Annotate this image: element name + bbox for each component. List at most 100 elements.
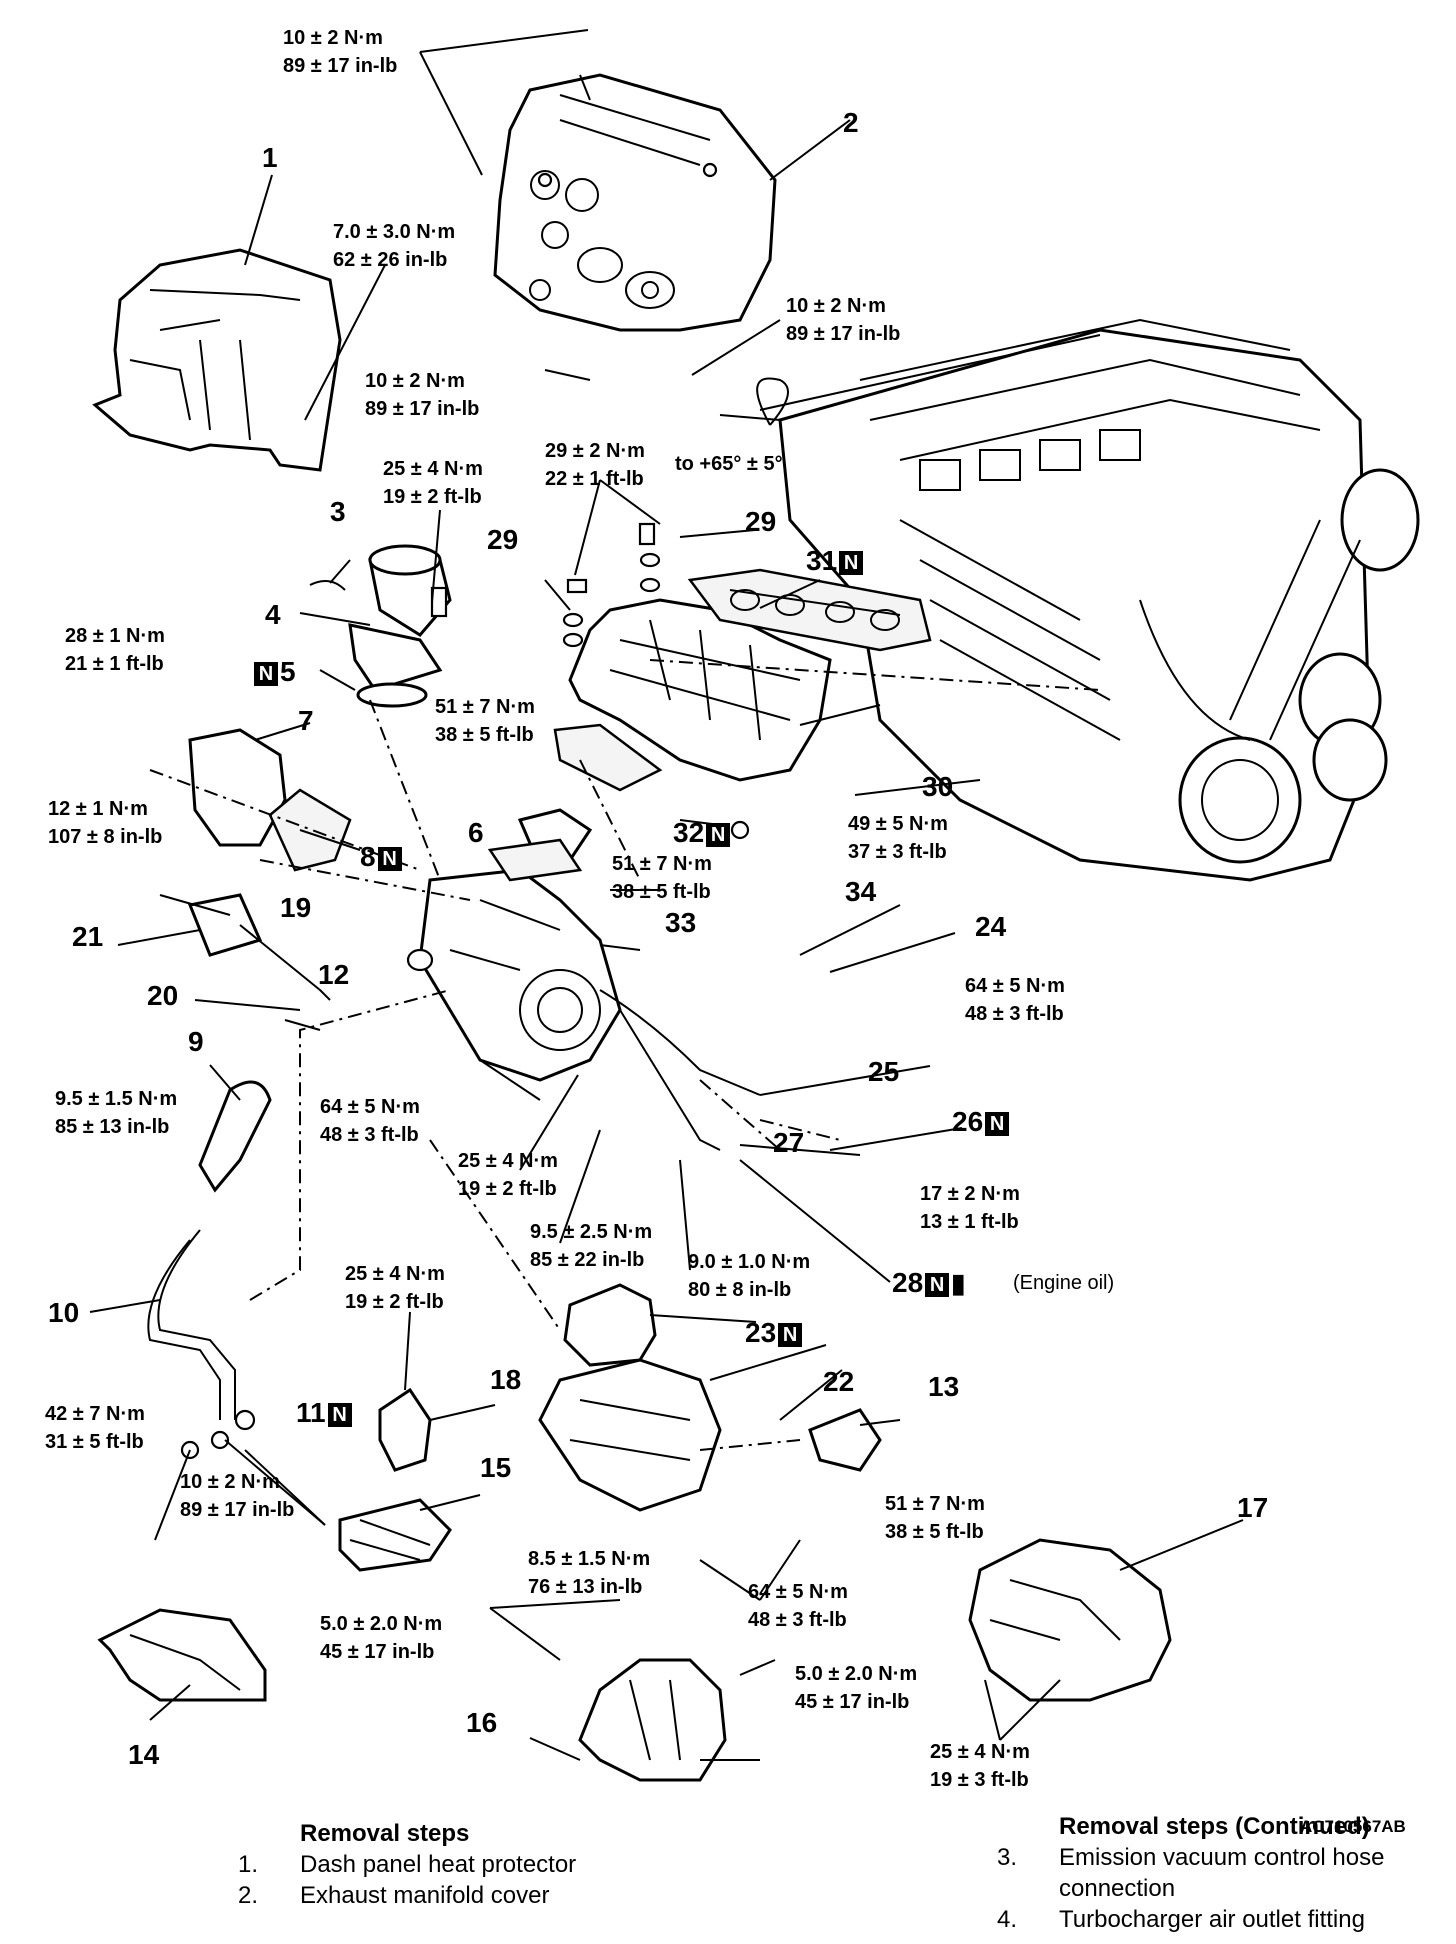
torque-spec-part-24: 64 ± 5 N·m 48 ± 3 ft-lb <box>965 972 1065 1028</box>
callout-6: 6 <box>468 817 484 848</box>
torque-spec-part-14: 10 ± 2 N·m 89 ± 17 in-lb <box>180 1468 294 1524</box>
torque-imperial: 85 ± 13 in-lb <box>55 1116 170 1138</box>
torque-spec-manifold-cover-right: 10 ± 2 N·m 89 ± 17 in-lb <box>786 292 900 348</box>
callout-29-left: 29 <box>487 524 519 555</box>
torque-imperial: 76 ± 13 in-lb <box>528 1576 643 1598</box>
step-text: Turbocharger air outlet fitting <box>1059 1906 1365 1933</box>
torque-nm: 51 ± 7 N·m <box>435 696 535 718</box>
removal-step: 4. Turbocharger air outlet fitting <box>997 1904 1449 1935</box>
callout-9: 9 <box>188 1026 204 1057</box>
callout-2: 2 <box>843 107 859 138</box>
assembly-centerlines <box>149 659 1101 1451</box>
torque-spec-part-21: 12 ± 1 N·m 107 ± 8 in-lb <box>48 795 162 851</box>
callout-27: 27 <box>773 1127 805 1158</box>
torque-spec-part-22: 64 ± 5 N·m 48 ± 3 ft-lb <box>748 1578 848 1634</box>
callout-30: 30 <box>922 771 954 802</box>
torque-spec-part-9: 9.5 ± 1.5 N·m 85 ± 13 in-lb <box>55 1085 177 1141</box>
removal-step: 3. Emission vacuum control hose connecti… <box>997 1842 1449 1904</box>
torque-spec-part-33: 51 ± 7 N·m 38 ± 5 ft-lb <box>612 850 712 906</box>
torque-spec-manifold-cover-top: 10 ± 2 N·m 89 ± 17 in-lb <box>283 24 397 80</box>
torque-nm: 64 ± 5 N·m <box>748 1581 848 1603</box>
callout-12: 12 <box>318 959 350 990</box>
torque-imperial: 13 ± 1 ft-lb <box>920 1211 1019 1233</box>
torque-nm: 10 ± 2 N·m <box>365 370 465 392</box>
callout-21: 21 <box>72 921 104 952</box>
engine-oil-note: (Engine oil) <box>1013 1272 1115 1294</box>
torque-imperial: 37 ± 3 ft-lb <box>848 841 947 863</box>
callout-16: 16 <box>466 1707 498 1738</box>
part-2-exhaust-manifold-cover <box>493 73 777 332</box>
torque-spec-part-16-a: 5.0 ± 2.0 N·m 45 ± 17 in-lb <box>320 1610 442 1666</box>
callout-number: 31 <box>806 545 838 576</box>
callout-number: 28 <box>892 1267 924 1298</box>
torque-spec-part-25: 25 ± 4 N·m 19 ± 2 ft-lb <box>458 1147 558 1203</box>
callout-number: 23 <box>745 1317 777 1348</box>
callout-22: 22 <box>823 1366 855 1397</box>
removal-steps-continued-heading: Removal steps (Continued) <box>1059 1813 1370 1840</box>
callout-1: 1 <box>262 142 278 173</box>
callout-13: 13 <box>928 1371 960 1402</box>
callout-number: 11 <box>296 1397 326 1428</box>
removal-steps-heading: Removal steps <box>300 1820 470 1847</box>
torque-imperial: 89 ± 17 in-lb <box>180 1499 295 1521</box>
torque-spec-manifold-nut: 29 ± 2 N·m 22 ± 1 ft-lb <box>545 437 645 493</box>
new-part-badge: N <box>254 661 278 686</box>
step-text: Dash panel heat protector <box>300 1851 577 1878</box>
new-part-badge: N <box>985 1111 1010 1136</box>
torque-nm: 10 ± 2 N·m <box>786 295 886 317</box>
torque-nm: 10 ± 2 N·m <box>180 1471 280 1493</box>
torque-imperial: 38 ± 5 ft-lb <box>435 724 534 746</box>
torque-spec-air-outlet-fitting: 25 ± 4 N·m 19 ± 2 ft-lb <box>383 455 483 511</box>
step-number: 4. <box>997 1906 1018 1933</box>
torque-imperial: 89 ± 17 in-lb <box>365 398 480 420</box>
torque-spec-part-27-a: 9.5 ± 2.5 N·m 85 ± 22 in-lb <box>530 1218 652 1274</box>
torque-nm: 9.0 ± 1.0 N·m <box>688 1251 811 1273</box>
torque-spec-heat-protector: 7.0 ± 3.0 N·m 62 ± 26 in-lb <box>333 218 455 274</box>
callout-number: 26 <box>952 1106 984 1137</box>
torque-imperial: 31 ± 5 ft-lb <box>45 1431 144 1453</box>
removal-step: 1. Dash panel heat protector <box>238 1849 660 1880</box>
torque-nm: 25 ± 4 N·m <box>458 1150 558 1172</box>
torque-nm: 9.5 ± 1.5 N·m <box>55 1088 178 1110</box>
callout-number: 32 <box>673 817 705 848</box>
callout-19: 19 <box>280 892 312 923</box>
torque-spec-part-27-b: 9.0 ± 1.0 N·m 80 ± 8 in-lb <box>688 1248 810 1304</box>
callout-25: 25 <box>868 1056 900 1087</box>
torque-imperial: 19 ± 2 ft-lb <box>345 1291 444 1313</box>
new-part-badge: N <box>377 846 402 871</box>
step-text: Emission vacuum control hose connection <box>1059 1844 1385 1902</box>
engine-assembly-drawing <box>719 318 1420 882</box>
exhaust-manifold-drawing <box>553 522 932 840</box>
removal-steps: Removal steps 1. Dash panel heat protect… <box>238 1818 660 1911</box>
torque-imperial: 45 ± 17 in-lb <box>795 1691 910 1713</box>
torque-spec-part-18: 25 ± 4 N·m 19 ± 2 ft-lb <box>345 1260 445 1316</box>
torque-nm: 9.5 ± 2.5 N·m <box>530 1221 653 1243</box>
new-part-badge: N <box>839 550 864 575</box>
callout-3: 3 <box>330 496 346 527</box>
torque-imperial: 62 ± 26 in-lb <box>333 249 448 271</box>
torque-nm: 25 ± 4 N·m <box>930 1741 1030 1763</box>
torque-imperial: 38 ± 5 ft-lb <box>612 881 711 903</box>
figure-id: AC710567AB <box>1300 1817 1406 1836</box>
new-part-badge: N <box>778 1322 803 1347</box>
torque-nm: 51 ± 7 N·m <box>612 853 712 875</box>
callout-14: 14 <box>128 1739 160 1770</box>
water-pipe-drawing <box>147 1080 272 1460</box>
oil-can-icon: ▮ <box>951 1268 966 1298</box>
torque-imperial: 89 ± 17 in-lb <box>786 323 901 345</box>
torque-nm: 64 ± 5 N·m <box>320 1096 420 1118</box>
callout-18: 18 <box>490 1364 522 1395</box>
torque-spec-part-17: 25 ± 4 N·m 19 ± 3 ft-lb <box>930 1738 1030 1794</box>
torque-nm: 17 ± 2 N·m <box>920 1183 1020 1205</box>
torque-nm: 28 ± 1 N·m <box>65 625 165 647</box>
leader-lines <box>89 29 1244 1761</box>
callout-7: 7 <box>298 705 314 736</box>
torque-nm: 29 ± 2 N·m <box>545 440 645 462</box>
torque-imperial: 107 ± 8 in-lb <box>48 826 163 848</box>
torque-nm: 64 ± 5 N·m <box>965 975 1065 997</box>
